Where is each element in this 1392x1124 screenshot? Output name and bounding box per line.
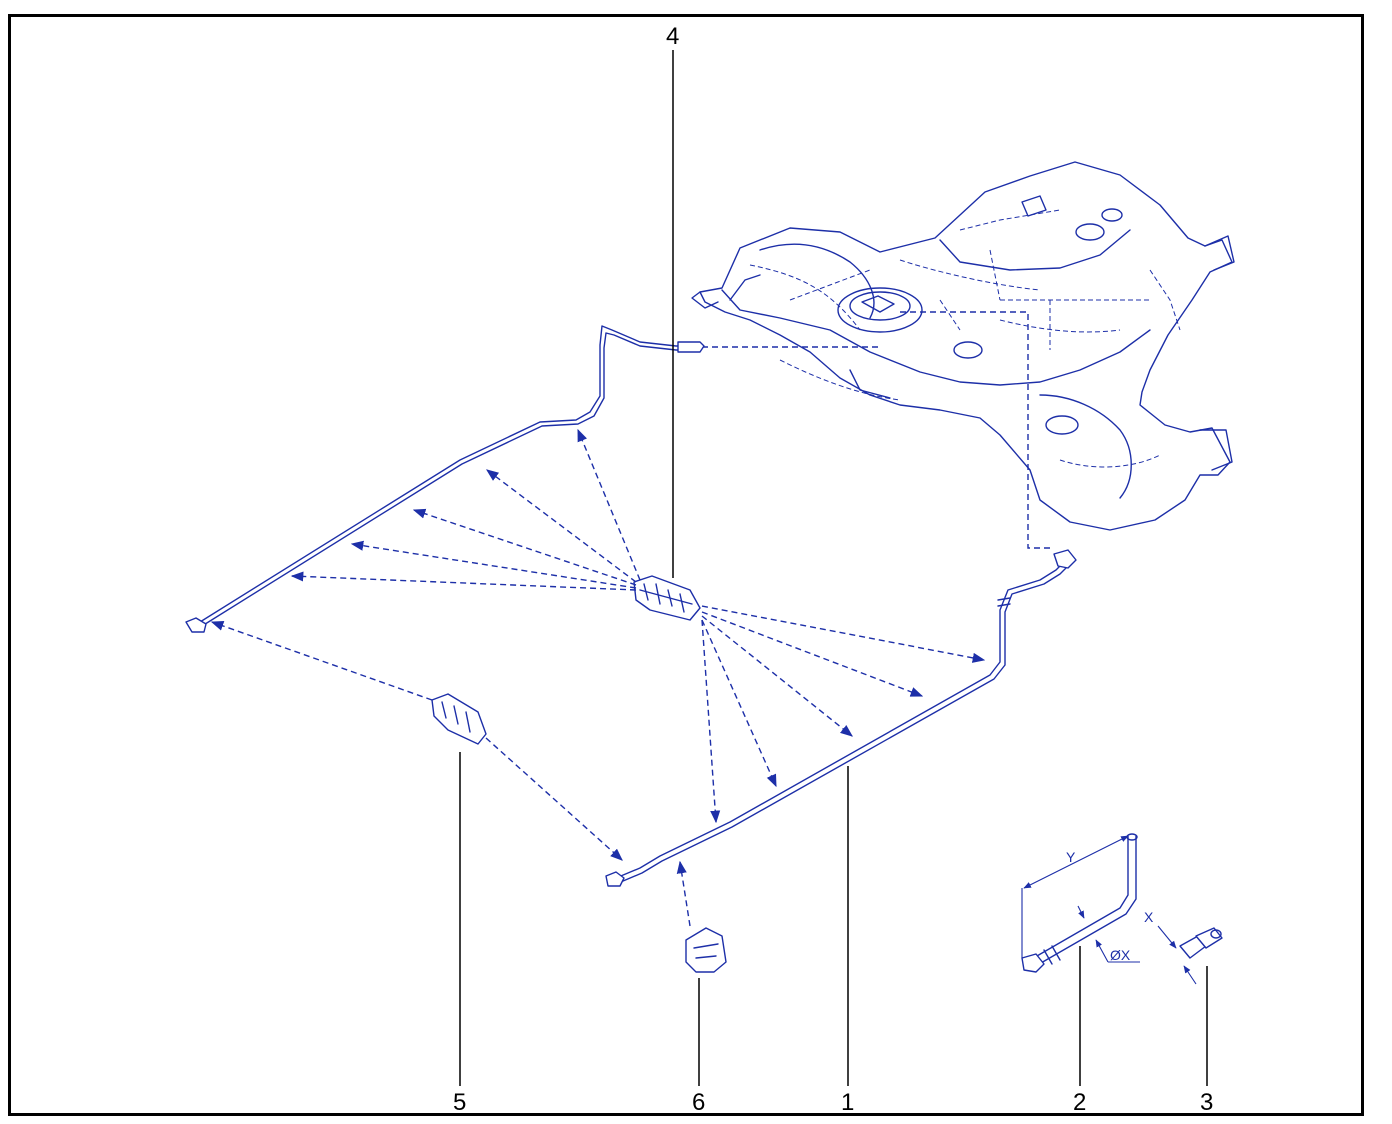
callout-6: 6	[692, 978, 705, 1116]
fuel-tank	[691, 161, 1235, 531]
callout-5: 5	[453, 752, 466, 1116]
fuel-line-upper-run	[185, 325, 705, 633]
clip-5	[431, 693, 487, 745]
callout-2: 2	[1073, 946, 1086, 1116]
drawing-frame	[8, 14, 1364, 1116]
callout-3: 3	[1200, 966, 1213, 1116]
assembly-arrows-clip-5	[210, 621, 623, 861]
dimension-y: Y	[1021, 835, 1129, 958]
dimension-diameter: ØX	[1077, 905, 1140, 963]
callout-4-label: 4	[666, 23, 679, 50]
clip-6	[685, 927, 727, 973]
callout-2-label: 2	[1073, 1089, 1086, 1116]
fuel-line-1	[605, 549, 1077, 887]
callout-1: 1	[841, 766, 854, 1116]
dimension-x: X	[1144, 909, 1197, 985]
callout-6-label: 6	[692, 1089, 705, 1116]
clip-4	[633, 575, 701, 621]
assembly-arrows-clip-4	[290, 428, 986, 824]
callout-3-label: 3	[1200, 1089, 1213, 1116]
callout-1-label: 1	[841, 1089, 854, 1116]
dimension-diameter-label: ØX	[1110, 947, 1131, 963]
tank-connection-path	[900, 311, 1050, 549]
callout-5-label: 5	[453, 1089, 466, 1116]
dimension-x-label: X	[1144, 909, 1154, 925]
dimension-y-label: Y	[1066, 849, 1076, 865]
assembly-arrow-clip-6	[676, 860, 691, 927]
hose-part-2	[1021, 833, 1138, 973]
callout-4: 4	[666, 23, 679, 578]
fitting-part-3	[1179, 927, 1223, 959]
